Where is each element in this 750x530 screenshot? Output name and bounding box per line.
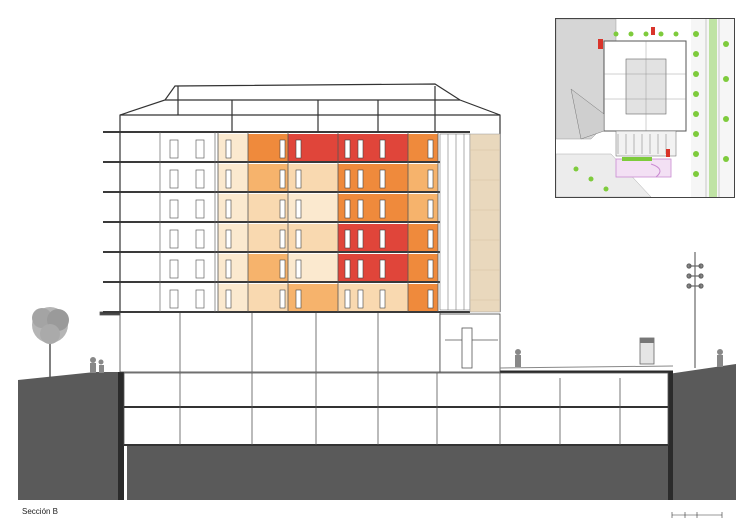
streetlight-icon bbox=[686, 252, 704, 368]
tree-icon bbox=[32, 307, 69, 378]
left-units bbox=[159, 132, 216, 312]
floor-slabs bbox=[103, 131, 470, 313]
section-label: Sección B bbox=[22, 507, 59, 516]
building-envelope bbox=[119, 83, 501, 312]
person-icon bbox=[90, 357, 104, 373]
person-icon bbox=[717, 349, 723, 367]
key-plan-drawing bbox=[556, 19, 734, 197]
key-plan-inset bbox=[555, 18, 735, 198]
ramp-rail bbox=[499, 365, 674, 369]
ground-floor bbox=[99, 311, 501, 373]
scale-bar-icon bbox=[671, 512, 723, 518]
wood-facade bbox=[469, 133, 501, 313]
ground-mass bbox=[18, 364, 736, 500]
balcony-railings bbox=[439, 133, 471, 311]
basement-levels bbox=[123, 372, 669, 446]
street-kiosk bbox=[639, 337, 655, 365]
colored-floors bbox=[218, 134, 438, 311]
person-icon bbox=[515, 349, 521, 367]
unit-openings bbox=[225, 139, 434, 309]
unit-partitions bbox=[217, 132, 439, 312]
